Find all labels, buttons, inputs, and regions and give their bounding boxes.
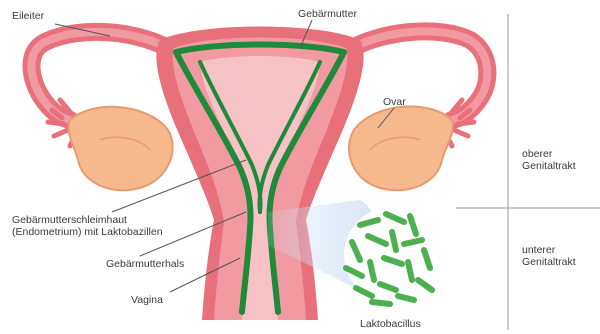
label-upper-tract: oberer Genitaltrakt [522, 148, 576, 172]
label-endometrium-line1: Gebärmutterschleimhaut [12, 214, 163, 226]
label-fallopian-tube: Eileiter [12, 10, 44, 22]
label-lactobacillus: Laktobacillus [360, 318, 421, 330]
label-vagina: Vagina [131, 294, 163, 306]
label-lower-tract-line2: Genitaltrakt [522, 256, 576, 268]
label-upper-tract-line2: Genitaltrakt [522, 160, 576, 172]
label-endometrium-line2: (Endometrium) mit Laktobazillen [12, 226, 163, 238]
label-lower-tract: unterer Genitaltrakt [522, 244, 576, 268]
lactobacillus-cluster [344, 207, 440, 304]
label-ovary: Ovar [383, 96, 406, 108]
label-lower-tract-line1: unterer [522, 244, 576, 256]
label-upper-tract-line1: oberer [522, 148, 576, 160]
label-endometrium: Gebärmutterschleimhaut (Endometrium) mit… [12, 214, 163, 238]
ovary-right [349, 107, 453, 191]
label-uterus: Gebärmutter [298, 8, 357, 20]
label-cervix: Gebärmutterhals [106, 258, 184, 270]
ovary-left [69, 107, 173, 190]
